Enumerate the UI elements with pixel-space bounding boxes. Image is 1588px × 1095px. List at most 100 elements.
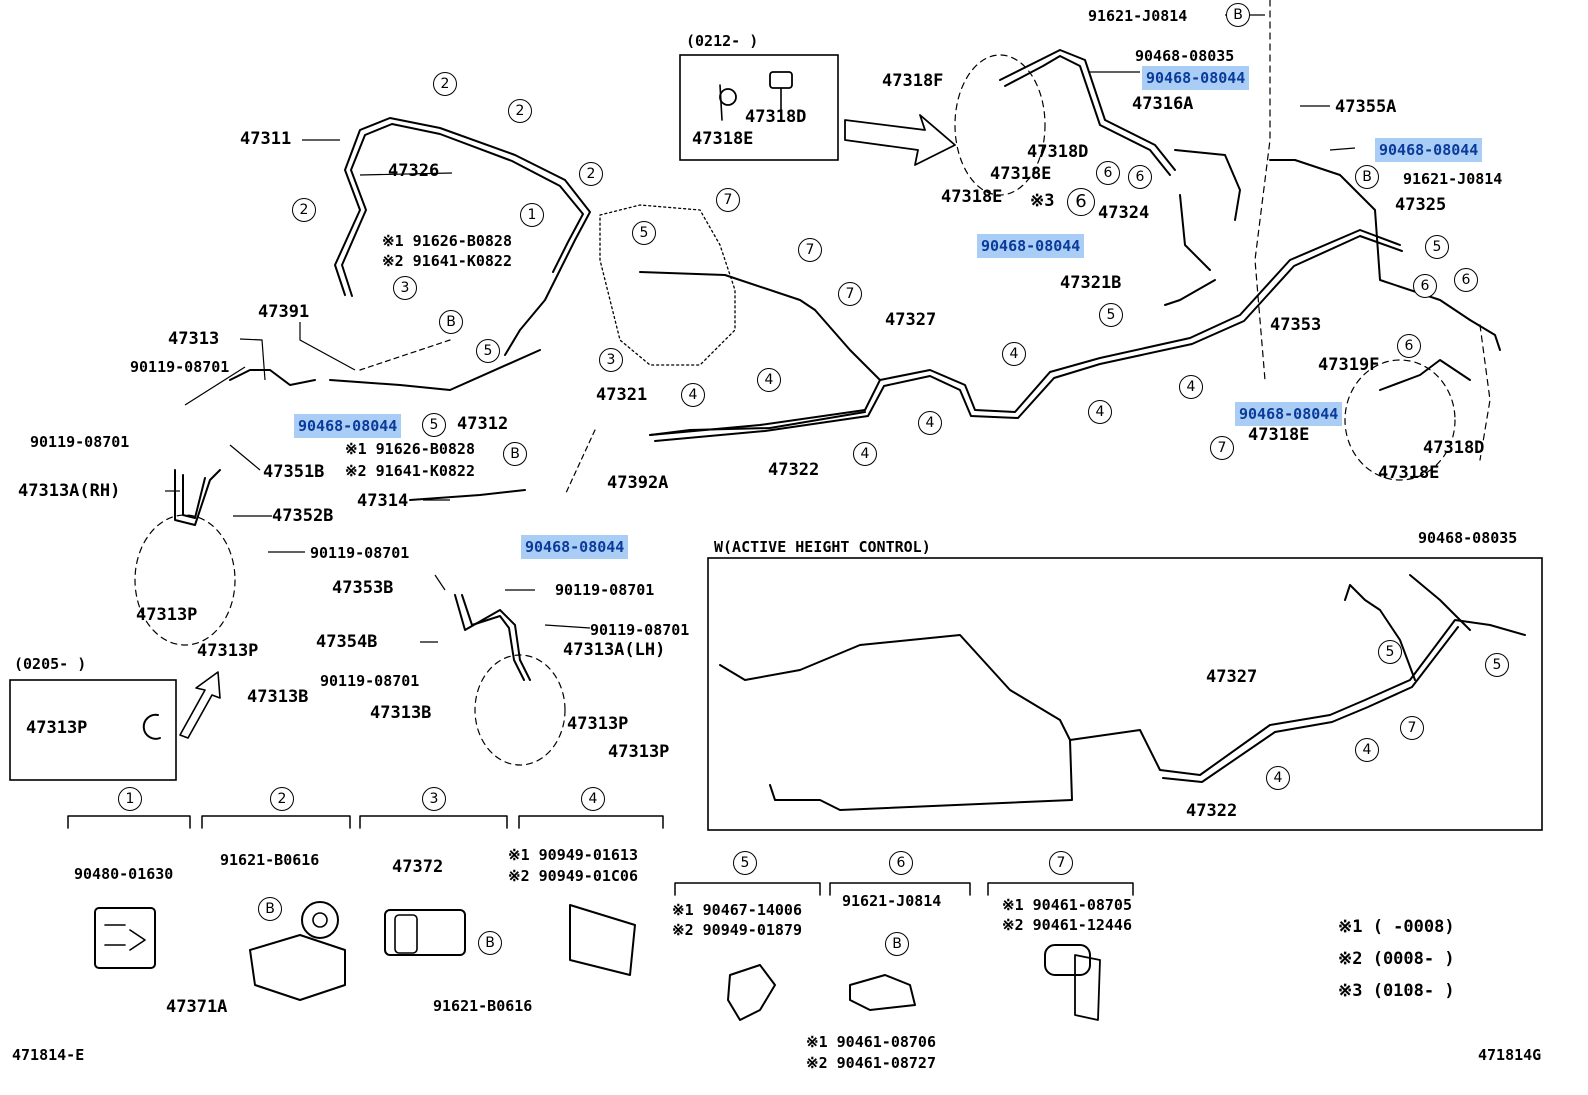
marker-4: 4 — [1002, 342, 1026, 366]
part-47355A: 47355A — [1335, 97, 1397, 117]
part-90468-08044-highlight[interactable]: 90468-08044 — [1375, 138, 1483, 162]
marker-5: 5 — [1378, 640, 1402, 664]
part-47351B: 47351B — [263, 462, 325, 482]
diagram-code-right: 471814G — [1478, 1046, 1542, 1064]
legend-marker-4: 4 — [581, 787, 605, 811]
marker-3: 3 — [393, 276, 417, 300]
marker-4: 4 — [1266, 766, 1290, 790]
marker-3: 3 — [599, 348, 623, 372]
legend-6-part: 91621-J0814 — [842, 892, 942, 910]
marker-B: B — [885, 932, 909, 956]
part-47321B: 47321B — [1060, 273, 1122, 293]
part-47313: 47313 — [168, 329, 220, 349]
legend-7-note-2: ※2 90461-12446 — [1002, 916, 1132, 934]
part-47391: 47391 — [258, 302, 310, 322]
note-2-91641-K0822-b: ※2 91641-K0822 — [345, 462, 475, 480]
marker-4: 4 — [1179, 375, 1203, 399]
part-47322: 47322 — [768, 460, 820, 480]
marker-4: 4 — [918, 411, 942, 435]
marker-1: 1 — [520, 203, 544, 227]
part-47313B: 47313B — [247, 687, 309, 707]
marker-B: B — [1355, 165, 1379, 189]
part-90468-08035-right: 90468-08035 — [1418, 529, 1518, 547]
legend-7-note-1: ※1 90461-08705 — [1002, 896, 1132, 914]
note-3: ※3 — [1030, 191, 1055, 211]
part-90119-08701-d: 90119-08701 — [555, 581, 655, 599]
part-47319F: 47319F — [1318, 355, 1380, 375]
diagram-code-left: 471814-E — [12, 1046, 85, 1064]
legend-marker-1: 1 — [118, 787, 142, 811]
legend-marker-5: 5 — [733, 851, 757, 875]
marker-5: 5 — [476, 339, 500, 363]
key-note-2: ※2 (0008- ) — [1338, 949, 1455, 969]
marker-4: 4 — [853, 442, 877, 466]
legend-4-note-2: ※2 90949-01C06 — [508, 867, 638, 885]
part-47327-w: 47327 — [1206, 667, 1258, 687]
part-47318D-right: 47318D — [1423, 438, 1485, 458]
marker-5: 5 — [1485, 653, 1509, 677]
marker-4: 4 — [1355, 738, 1379, 762]
part-47313P: 47313P — [136, 605, 198, 625]
part-47318E-right-2: 47318E — [1378, 463, 1440, 483]
marker-7: 7 — [1210, 436, 1234, 460]
part-47327: 47327 — [885, 310, 937, 330]
part-47321: 47321 — [596, 385, 648, 405]
marker-2: 2 — [579, 162, 603, 186]
marker-7: 7 — [838, 282, 862, 306]
marker-2: 2 — [508, 99, 532, 123]
marker-4: 4 — [757, 368, 781, 392]
marker-6: 6 — [1128, 165, 1152, 189]
section-title-active-height-control: W(ACTIVE HEIGHT CONTROL) — [714, 538, 931, 556]
legend-3-part: 47372 — [392, 857, 444, 877]
legend-2-part-2: 47371A — [166, 997, 228, 1017]
marker-B: B — [503, 442, 527, 466]
part-47316A: 47316A — [1132, 94, 1194, 114]
legend-4-note-1: ※1 90949-01613 — [508, 846, 638, 864]
marker-5: 5 — [422, 413, 446, 437]
legend-6-note-2: ※2 90461-08727 — [806, 1054, 936, 1072]
part-47324: 47324 — [1098, 203, 1150, 223]
legend-6-note-1: ※1 90461-08706 — [806, 1033, 936, 1051]
key-note-3: ※3 (0108- ) — [1338, 981, 1455, 1001]
marker-7: 7 — [1400, 716, 1424, 740]
legend-3-part-2: 91621-B0616 — [433, 997, 533, 1015]
legend-1-part: 90480-01630 — [74, 865, 174, 883]
note-1-91626-B0828: ※1 91626-B0828 — [382, 232, 512, 250]
marker-5: 5 — [1425, 235, 1449, 259]
note-2-91641-K0822: ※2 91641-K0822 — [382, 252, 512, 270]
part-47318E-top-2: 47318E — [941, 187, 1003, 207]
part-47314: 47314 — [357, 491, 409, 511]
part-47353: 47353 — [1270, 315, 1322, 335]
part-90119-08701-b: 90119-08701 — [30, 433, 130, 451]
part-47354B: 47354B — [316, 632, 378, 652]
part-47313P-c: 47313P — [567, 714, 629, 734]
legend-marker-7: 7 — [1049, 851, 1073, 875]
part-90119-08701: 90119-08701 — [130, 358, 230, 376]
marker-6: 6 — [1397, 334, 1421, 358]
part-47353B: 47353B — [332, 578, 394, 598]
marker-6: 6 — [1454, 268, 1478, 292]
part-90468-08044-highlight[interactable]: 90468-08044 — [1142, 66, 1250, 90]
part-90468-08044-highlight[interactable]: 90468-08044 — [1235, 402, 1343, 426]
marker-6: 6 — [1413, 274, 1437, 298]
part-47318E-right: 47318E — [1248, 425, 1310, 445]
marker-7: 7 — [716, 188, 740, 212]
date-range-0205: (0205- ) — [14, 655, 87, 673]
date-range-0212: (0212- ) — [686, 32, 759, 50]
legend-2-part: 91621-B0616 — [220, 851, 320, 869]
part-90468-08044-highlight[interactable]: 90468-08044 — [977, 234, 1085, 258]
part-47313P-d: 47313P — [608, 742, 670, 762]
marker-6: 6 — [1067, 188, 1095, 216]
part-47392A: 47392A — [607, 473, 669, 493]
marker-B: B — [439, 310, 463, 334]
part-47352B: 47352B — [272, 506, 334, 526]
part-47318E-top: 47318E — [990, 164, 1052, 184]
part-90468-08044-highlight[interactable]: 90468-08044 — [521, 535, 629, 559]
marker-6: 6 — [1096, 161, 1120, 185]
legend-5-note-1: ※1 90467-14006 — [672, 901, 802, 919]
note-1-91626-B0828-b: ※1 91626-B0828 — [345, 440, 475, 458]
part-90468-08044-highlight[interactable]: 90468-08044 — [294, 414, 402, 438]
part-47311: 47311 — [240, 129, 292, 149]
part-90468-08035-top: 90468-08035 — [1135, 47, 1235, 65]
